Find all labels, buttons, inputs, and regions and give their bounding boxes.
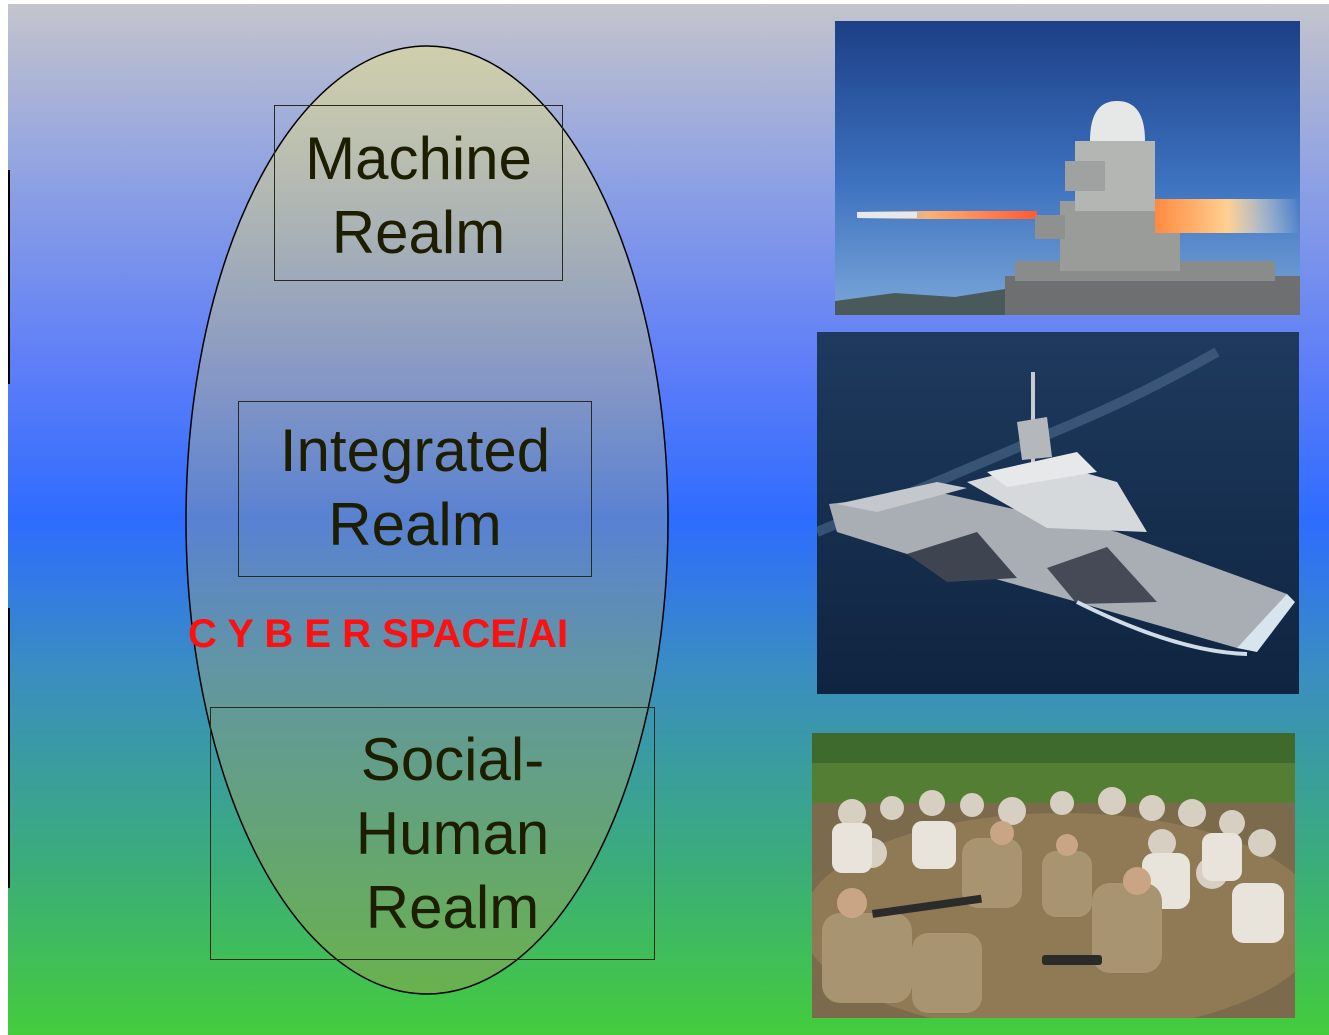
social-realm-line-1: Social- [360, 726, 545, 793]
left-edge-line-bottom [8, 608, 10, 888]
integrated-realm-line-2: Realm [328, 491, 502, 558]
machine-realm-line-2: Realm [331, 199, 506, 266]
ciws-photo-illustration [835, 21, 1300, 315]
machine-realm-box: Machine Realm [274, 105, 563, 281]
social-human-realm-box: Social- Human Realm [210, 707, 655, 960]
social-realm-line-3: Realm [365, 874, 540, 941]
integrated-realm-line-1: Integrated [279, 417, 551, 484]
ciws-weapon-firing-photo [835, 21, 1300, 315]
soldiers-villagers-meeting-photo [812, 733, 1295, 1018]
cyberspace-ai-label: C Y B E R SPACE/AI [188, 612, 569, 656]
ship-photo-illustration [817, 332, 1299, 694]
machine-realm-line-1: Machine [305, 125, 532, 192]
meeting-photo-illustration [812, 733, 1295, 1018]
integrated-realm-box: Integrated Realm [238, 401, 592, 577]
left-edge-line-top [8, 170, 10, 384]
slide-background: Machine Realm Integrated Realm C Y B E R… [8, 4, 1329, 1035]
cyberspace-ellipse [185, 45, 669, 995]
littoral-combat-ship-photo [817, 332, 1299, 694]
social-realm-line-2: Human [355, 800, 550, 867]
cyberspace-ellipse-layer [185, 45, 669, 995]
